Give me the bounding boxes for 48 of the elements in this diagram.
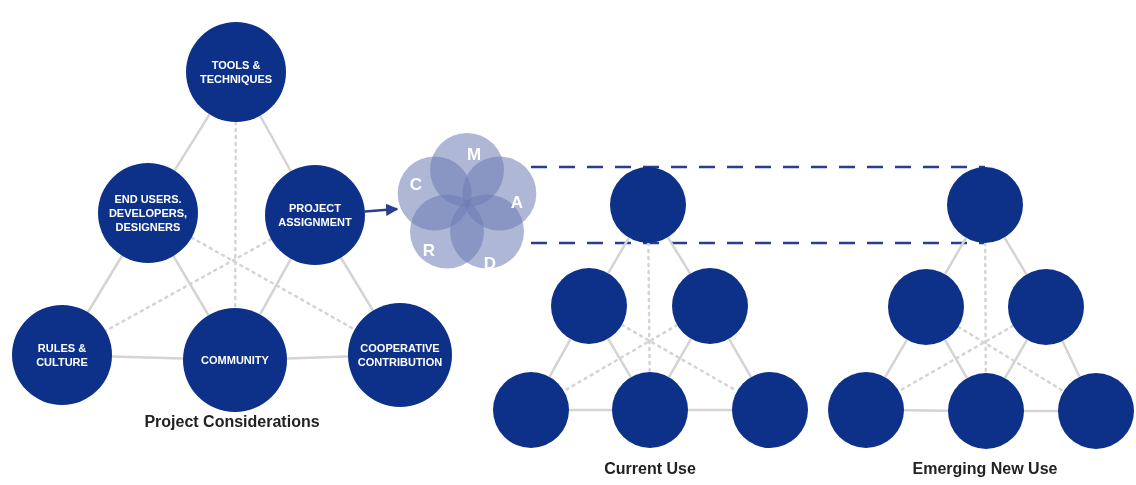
petal-letter: M [466, 145, 482, 163]
dashed-connector [104, 237, 273, 333]
connector-line [286, 355, 349, 360]
connector-line [1024, 409, 1058, 413]
dashed-connector [957, 325, 1065, 393]
connector-line [607, 338, 632, 378]
connector-line [943, 339, 969, 379]
connector-line [943, 237, 968, 275]
dashed-connector [647, 241, 651, 374]
group-caption: Emerging New Use [912, 459, 1058, 479]
arrow [364, 203, 399, 217]
node-label: PROJECT ASSIGNMENT [277, 200, 353, 230]
petal-letter: A [510, 193, 524, 211]
petal-letter: D [483, 254, 497, 272]
connector-line [86, 255, 124, 313]
connector-line [607, 237, 630, 274]
connector-line [1003, 339, 1029, 379]
connector-line [884, 339, 908, 378]
connector-line [904, 409, 948, 412]
connector-line [111, 355, 184, 360]
connector-line [1061, 340, 1081, 378]
node-label: COOPERATIVE CONTRIBUTION [356, 340, 444, 370]
connector-line [727, 338, 753, 378]
dashed-connector [233, 120, 238, 310]
dashed-connector [531, 241, 985, 245]
connector-line [259, 115, 292, 172]
connector-line [548, 338, 572, 378]
petal-letter: R [422, 241, 436, 259]
connector-line [339, 257, 375, 312]
node-label: END USERS. DEVELOPERS, DESIGNERS [107, 191, 189, 235]
dashed-connector [562, 323, 679, 393]
dashed-connector [983, 241, 988, 375]
connector-line [569, 408, 612, 412]
petal-letter: C [409, 175, 423, 193]
connector-line [1003, 236, 1028, 276]
connector-line [173, 113, 211, 172]
node-label: COMMUNITY [200, 352, 270, 368]
connector-line [666, 236, 692, 275]
connector-line [667, 338, 693, 378]
connector-line [688, 408, 732, 412]
dashed-connector [531, 165, 985, 169]
connector-line [172, 255, 210, 316]
connector-line [259, 258, 292, 316]
group-caption: Project Considerations [144, 412, 320, 432]
dashed-connector [190, 236, 356, 331]
node-label: TOOLS & TECHNIQUES [198, 57, 274, 87]
group-caption: Current Use [604, 459, 696, 479]
node-label: RULES & CULTURE [35, 340, 89, 370]
